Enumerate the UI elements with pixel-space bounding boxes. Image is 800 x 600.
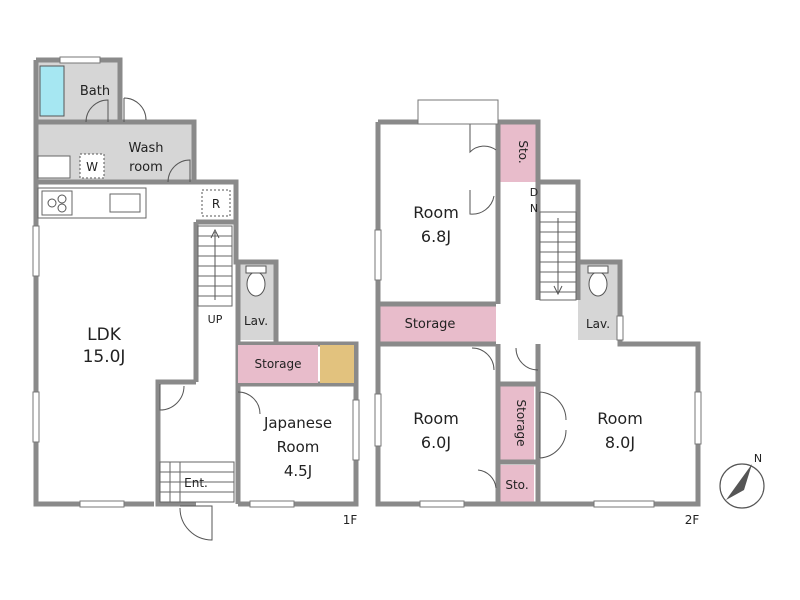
storage-bottom-2f (500, 465, 534, 503)
toilet-icon (588, 271, 608, 297)
window (79, 500, 125, 508)
bath-door (85, 99, 109, 123)
storage-1f (238, 345, 318, 383)
entrance-door (179, 505, 213, 541)
window (417, 99, 499, 125)
room2-label: Room (413, 409, 459, 428)
bath-door-2 (123, 97, 147, 122)
north-arrow-icon (726, 464, 752, 500)
entrance-tiles (159, 461, 235, 503)
window (249, 500, 295, 508)
storage-label-sto-top: Sto. (516, 140, 530, 163)
washer-box (79, 153, 105, 179)
closet-1f (320, 345, 354, 383)
room2-door (471, 347, 495, 371)
japanese-door (237, 391, 261, 415)
toilet-icon (246, 271, 266, 297)
burner-icon (57, 203, 67, 213)
wash-room-label: Wash (128, 141, 163, 156)
japanese-room-label: Japanese (263, 414, 332, 432)
room1-size: 6.8J (421, 227, 451, 246)
burner-icon (47, 198, 57, 208)
wash-room-label-2: room (129, 160, 163, 175)
toilet-tank (245, 265, 267, 274)
toilet-tank (587, 265, 609, 274)
storage-label-vertical: Storage (514, 400, 528, 447)
compass: N (719, 452, 765, 509)
window (32, 225, 40, 277)
room1-label: Room (413, 203, 459, 222)
japanese-room-size: 4.5J (284, 462, 312, 480)
ldk-door (159, 384, 185, 411)
storage-vertical-2f (500, 385, 534, 461)
wash-door (167, 159, 191, 183)
ldk-size: 15.0J (83, 347, 126, 367)
window (59, 56, 101, 64)
wash-basin (37, 155, 71, 179)
window (694, 391, 702, 445)
window (374, 393, 382, 447)
washer-label: W (86, 160, 98, 174)
window (32, 391, 40, 443)
room3-label: Room (597, 409, 643, 428)
second-floor-outer-walls (375, 119, 701, 507)
window (593, 500, 655, 508)
second-floor-inner-walls (378, 122, 581, 504)
bathtub (39, 65, 65, 117)
room1-door (469, 190, 495, 215)
first-floor: Bath Wash room W R LDK 15.0J UP Lav. Sto… (32, 56, 360, 541)
entrance-label: Ent. (184, 476, 208, 490)
burner-icon (57, 194, 67, 204)
sink (109, 193, 141, 213)
storage-label-2f: Storage (405, 317, 456, 332)
closet-door-2 (539, 391, 567, 459)
ldk-label: LDK (87, 325, 122, 345)
stairs-2f (539, 211, 577, 301)
room3-door (515, 347, 539, 371)
window (352, 399, 360, 461)
japanese-room-label-2: Room (277, 438, 320, 456)
room2-size: 6.0J (421, 433, 451, 452)
sto-door (477, 469, 497, 489)
stairs-dn-d: D (530, 186, 538, 199)
floor-label-1f: 1F (343, 513, 358, 527)
storage-label-1f: Storage (255, 357, 302, 371)
compass-north-label: N (754, 452, 762, 465)
storage-top-2f (500, 122, 538, 182)
storage-label-sto-bottom: Sto. (505, 478, 528, 492)
bath-label: Bath (80, 84, 110, 99)
window (419, 500, 465, 508)
second-floor: Room 6.8J Sto. D N Storage Lav. Room 6.0… (374, 99, 702, 527)
fridge-box (201, 189, 231, 217)
storage-wide-2f (378, 305, 496, 343)
stairs-up-label: UP (208, 313, 223, 326)
lav-label-2f: Lav. (586, 317, 610, 331)
fridge-label: R (212, 197, 220, 211)
window (616, 315, 624, 341)
stairs-1f (197, 225, 233, 307)
closet-door (469, 124, 497, 154)
stove (41, 190, 73, 216)
window (374, 229, 382, 281)
room3-size: 8.0J (605, 433, 635, 452)
floor-label-2f: 2F (685, 513, 700, 527)
lav-label-1f: Lav. (244, 314, 268, 328)
stairs-dn-n: N (530, 202, 538, 215)
